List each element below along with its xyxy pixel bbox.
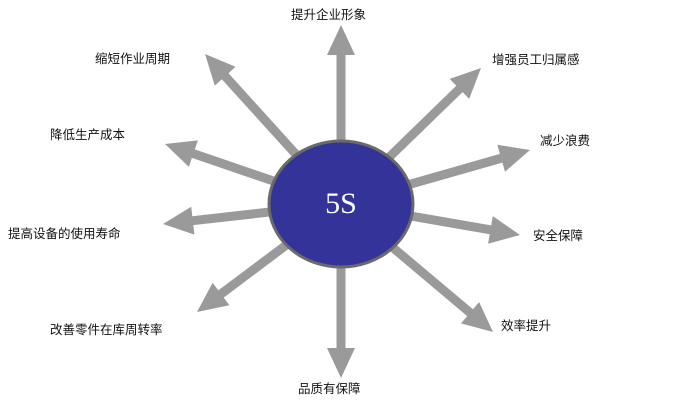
arrow-upper-right (375, 68, 481, 171)
label-bottom: 品质有保障 (298, 381, 361, 396)
label-lower-left: 改善零件在库周转率 (50, 322, 163, 337)
arrow-upper-left (205, 54, 310, 169)
label-left-upper: 降低生产成本 (50, 127, 126, 142)
label-upper-left: 缩短作业周期 (95, 51, 171, 66)
arrow-lower-right (377, 234, 493, 332)
center-circle (267, 139, 415, 269)
center-label: 5S (325, 187, 357, 220)
label-right-upper: 减少浪费 (540, 133, 591, 148)
label-lower-right: 效率提升 (501, 318, 552, 333)
label-upper-right: 增强员工归属感 (492, 52, 580, 67)
label-right: 安全保障 (533, 228, 584, 243)
arrow-lower-left (197, 231, 303, 312)
arrow-right (391, 208, 520, 244)
arrow-left (163, 205, 290, 235)
label-left: 提高设备的使用寿命 (8, 226, 121, 241)
arrow-bottom (327, 256, 355, 378)
arrow-top (327, 25, 355, 152)
arrow-right-upper (389, 144, 530, 194)
label-top: 提升企业形象 (291, 7, 367, 22)
arrow-left-upper (165, 140, 294, 192)
